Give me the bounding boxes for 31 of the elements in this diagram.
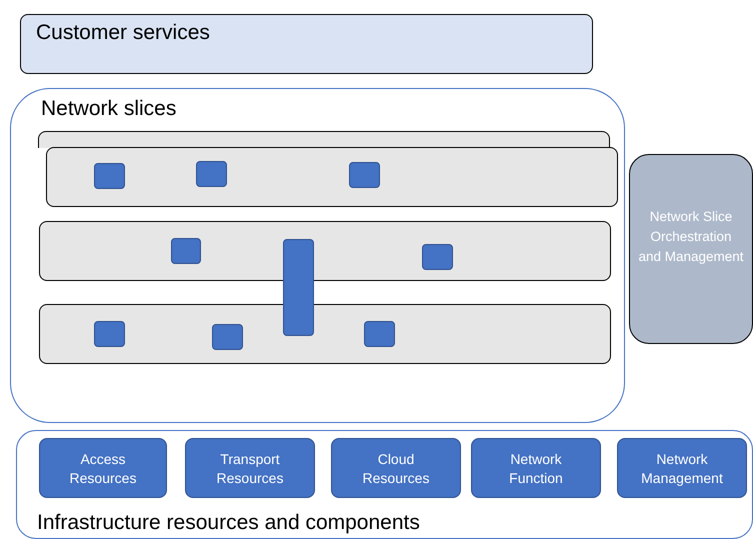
box-label: Cloud Resources	[362, 450, 430, 488]
infrastructure-container	[16, 430, 753, 539]
function-square	[94, 321, 125, 347]
function-square	[364, 321, 395, 347]
function-square	[349, 162, 380, 188]
slice-bar	[39, 304, 611, 364]
container-heading: Network slices	[41, 97, 176, 121]
resource-box	[617, 438, 747, 498]
service-band	[20, 14, 593, 74]
resource-box	[39, 438, 167, 498]
orchestration-box	[629, 154, 753, 344]
function-square	[196, 161, 227, 187]
band-heading: Customer services	[36, 21, 210, 45]
function-square	[94, 163, 125, 189]
function-square	[212, 324, 243, 350]
box-label: Network Management	[640, 450, 724, 488]
function-square	[422, 244, 453, 270]
resource-box	[331, 438, 461, 498]
box-label: Access Resources	[68, 450, 138, 488]
slices-container	[10, 88, 625, 423]
resource-box	[185, 438, 315, 498]
slice-bar	[38, 131, 610, 148]
vertical-bar	[283, 239, 314, 336]
container-heading: Infrastructure resources and components	[37, 511, 420, 535]
slice-bar	[46, 147, 618, 207]
slice-bar	[39, 221, 611, 281]
box-label: Transport Resources	[216, 450, 284, 488]
box-label: Network Function	[508, 450, 564, 488]
function-square	[171, 238, 201, 264]
resource-box	[471, 438, 601, 498]
box-label: Network Slice Orchestration and Management	[638, 208, 744, 266]
